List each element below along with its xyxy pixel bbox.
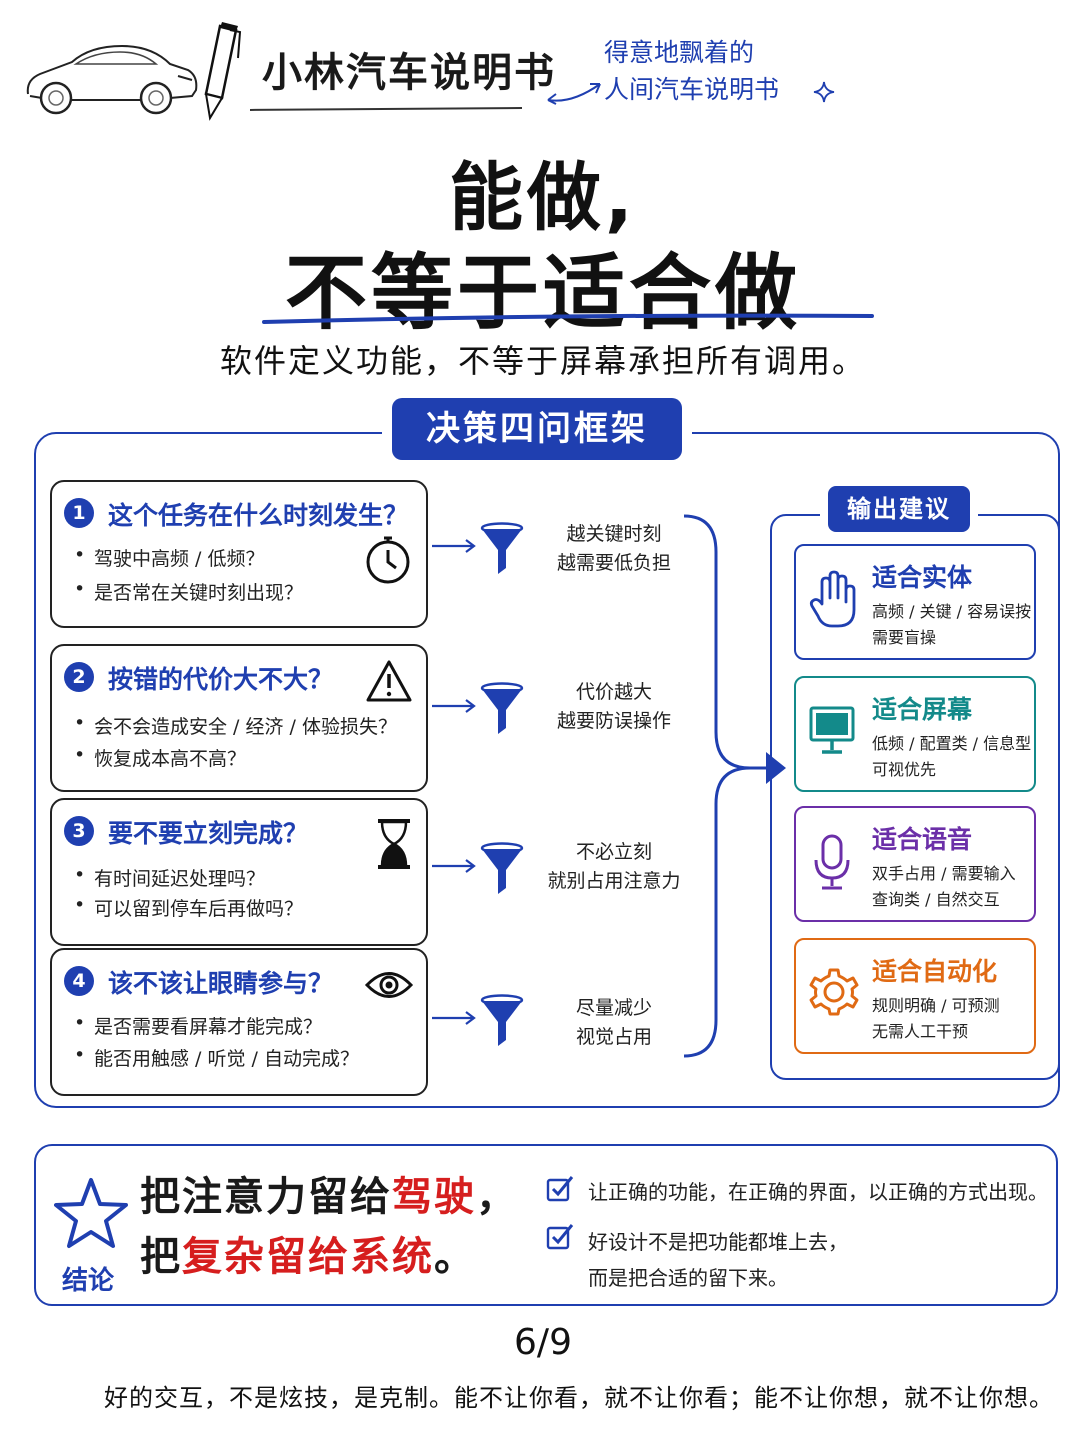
- subtitle: 软件定义功能，不等于屏幕承担所有调用。: [219, 342, 866, 380]
- card-line: 需要盲操: [872, 628, 937, 647]
- eye-icon: [364, 972, 414, 998]
- checkbox-icon: [546, 1224, 574, 1250]
- main-title-line2: 不等于适合做: [284, 246, 801, 341]
- page-number: 6/9: [514, 1322, 572, 1363]
- card-title: 适合实体: [872, 563, 973, 592]
- card-line: 无需人工干预: [872, 1022, 969, 1041]
- brand-title: 小林汽车说明书: [262, 50, 556, 96]
- footer-quote: 好的交互，不是炫技，是克制。能不让你看，就不让你看；能不让你想，就不让你想。: [104, 1384, 1054, 1412]
- result-line: 视觉占用: [575, 1026, 652, 1048]
- conclusion-text: ，: [476, 1174, 518, 1220]
- question-title: 该不该让眼睛参与？: [108, 969, 334, 998]
- funnel-icon: [480, 994, 524, 1046]
- checkbox-icon: [546, 1176, 574, 1202]
- result-line: 代价越大: [575, 681, 652, 703]
- conclusion-highlight: 复杂留给系统: [182, 1234, 434, 1280]
- question-number: 3: [64, 816, 94, 846]
- card-title: 适合语音: [872, 825, 973, 854]
- main-title-line1: 能做,: [448, 155, 638, 241]
- question-number: 1: [64, 498, 94, 528]
- question-bullet: 驾驶中高频 / 低频？: [74, 544, 265, 571]
- question-bullet: 有时间延迟处理吗？: [74, 864, 265, 891]
- output-card-screen: 适合屏幕 低频 / 配置类 / 信息型 可视优先: [794, 676, 1036, 792]
- card-line: 低频 / 配置类 / 信息型: [872, 734, 1032, 753]
- card-line: 高频 / 关键 / 容易误按: [872, 602, 1032, 621]
- hand-icon: [809, 570, 856, 628]
- conclusion-text: 。: [434, 1234, 476, 1280]
- question-bullet: 会不会造成安全 / 经济 / 体验损失？: [74, 712, 397, 739]
- output-card-voice: 适合语音 双手占用 / 需要输入 查询类 / 自然交互: [794, 806, 1036, 922]
- output-card-automation: 适合自动化 规则明确 / 可预测 无需人工干预: [794, 938, 1036, 1054]
- output-card-physical: 适合实体 高频 / 关键 / 容易误按 需要盲操: [794, 544, 1036, 660]
- result-line: 不必立刻: [575, 841, 652, 863]
- question-bullet: 恢复成本高不高？: [74, 744, 246, 771]
- result-line: 越要防误操作: [556, 710, 671, 732]
- title-underline: [262, 313, 874, 324]
- conclusion-box: [34, 1144, 1058, 1306]
- question-bullet: 是否需要看屏幕才能完成？: [74, 1012, 322, 1039]
- tagline-line2: 人间汽车说明书: [604, 75, 780, 104]
- check-text-2b: 而是把合适的留下来。: [588, 1266, 788, 1290]
- check-text-2a: 好设计不是把功能都堆上去，: [588, 1230, 848, 1254]
- pen-icon: [204, 22, 242, 121]
- result-line: 越需要低负担: [556, 552, 671, 574]
- card-line: 双手占用 / 需要输入: [872, 864, 1016, 883]
- conclusion-line1: 把注意力留给驾驶，: [140, 1164, 518, 1222]
- gear-icon: [809, 968, 859, 1016]
- question-number: 4: [64, 966, 94, 996]
- clock-icon: [366, 536, 410, 584]
- result-line: 就别占用注意力: [547, 870, 681, 892]
- double-arrow-icon: [547, 83, 601, 105]
- funnel-icon: [480, 842, 524, 894]
- card-title: 适合屏幕: [872, 695, 973, 724]
- conclusion-text: 把注意力留给: [140, 1174, 392, 1220]
- brand-underline: [249, 107, 523, 111]
- framework-badge: 决策四问框架: [392, 398, 682, 460]
- question-bullet: 可以留到停车后再做吗？: [74, 894, 303, 921]
- question-card-4: 4 该不该让眼睛参与？ 是否需要看屏幕才能完成？ 能否用触感 / 听觉 / 自动…: [50, 948, 428, 1096]
- monitor-icon: [809, 706, 855, 754]
- arrow-right-icon: [432, 859, 476, 873]
- result-line: 越关键时刻: [566, 523, 662, 545]
- result-text-2: 代价越大 越要防误操作: [534, 678, 694, 736]
- tagline-line1: 得意地飘着的: [604, 38, 755, 67]
- result-text-4: 尽量减少 视觉占用: [534, 994, 694, 1052]
- card-line: 可视优先: [872, 760, 937, 779]
- sparkle-icon: [813, 81, 835, 103]
- output-badge: 输出建议: [828, 486, 970, 532]
- check-text-1: 让正确的功能，在正确的界面，以正确的方式出现。: [588, 1180, 1048, 1204]
- question-card-2: 2 按错的代价大不大？ 会不会造成安全 / 经济 / 体验损失？ 恢复成本高不高…: [50, 644, 428, 792]
- conclusion-label: 结论: [62, 1266, 115, 1296]
- question-number: 2: [64, 662, 94, 692]
- result-text-3: 不必立刻 就别占用注意力: [534, 838, 694, 896]
- conclusion-text: 把: [140, 1234, 182, 1280]
- question-title: 按错的代价大不大？: [108, 665, 334, 694]
- question-bullet: 能否用触感 / 听觉 / 自动完成？: [74, 1044, 359, 1071]
- card-line: 查询类 / 自然交互: [872, 890, 1000, 909]
- card-title: 适合自动化: [872, 957, 998, 986]
- question-card-1: 1 这个任务在什么时刻发生？ 驾驶中高频 / 低频？ 是否常在关键时刻出现？: [50, 480, 428, 628]
- star-icon: [54, 1178, 128, 1248]
- warning-icon: [366, 660, 412, 702]
- hourglass-icon: [378, 819, 410, 869]
- result-text-1: 越关键时刻 越需要低负担: [534, 520, 694, 578]
- tagline: 得意地飘着的 人间汽车说明书: [604, 34, 779, 108]
- card-line: 规则明确 / 可预测: [872, 996, 1000, 1015]
- arrow-right-icon: [432, 1011, 476, 1025]
- question-card-3: 3 要不要立刻完成？ 有时间延迟处理吗？ 可以留到停车后再做吗？: [50, 798, 428, 946]
- question-bullet: 是否常在关键时刻出现？: [74, 578, 303, 605]
- car-illustration: [26, 44, 198, 115]
- result-line: 尽量减少: [575, 997, 652, 1019]
- funnel-icon: [480, 682, 524, 734]
- funnel-icon: [480, 522, 524, 574]
- conclusion-highlight: 驾驶: [392, 1174, 476, 1220]
- arrow-right-icon: [432, 539, 476, 553]
- conclusion-line2: 把复杂留给系统。: [140, 1224, 476, 1282]
- arrow-right-icon: [432, 699, 476, 713]
- microphone-icon: [814, 834, 850, 890]
- question-title: 要不要立刻完成？: [108, 819, 309, 848]
- question-title: 这个任务在什么时刻发生？: [108, 501, 409, 530]
